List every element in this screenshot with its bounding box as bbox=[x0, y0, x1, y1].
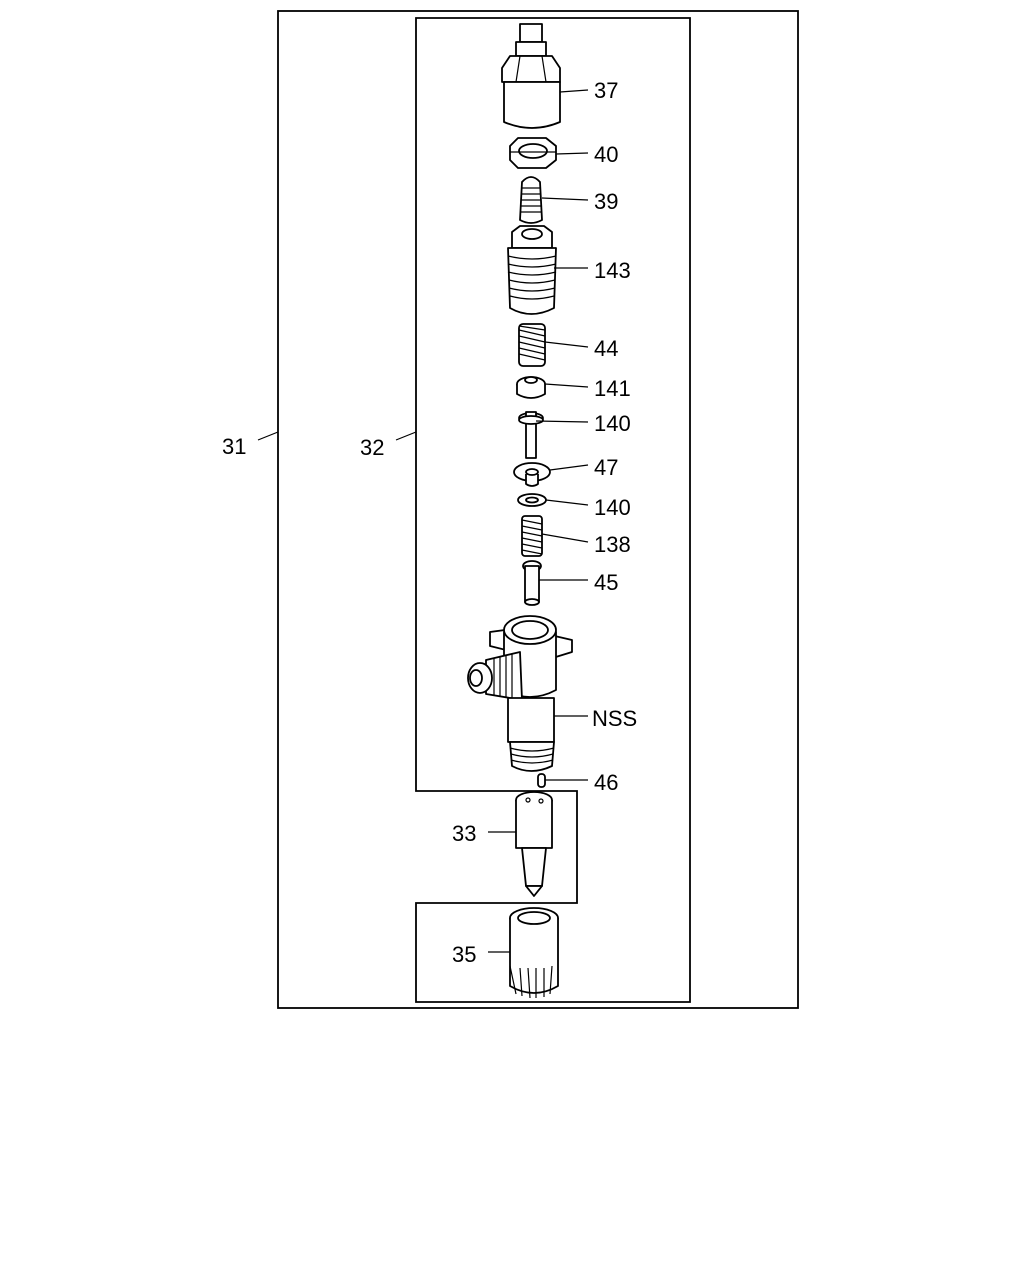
callout-nss: NSS bbox=[592, 706, 637, 731]
callout-33: 33 bbox=[452, 821, 476, 846]
callout-40: 40 bbox=[594, 142, 618, 167]
part-45-pin bbox=[522, 560, 542, 606]
part-37-cap-nut bbox=[501, 23, 561, 129]
callout-46: 46 bbox=[594, 770, 618, 795]
callout-143: 143 bbox=[594, 258, 631, 283]
callout-31: 31 bbox=[222, 434, 246, 459]
callout-141: 141 bbox=[594, 376, 631, 401]
part-46-dowel-pin bbox=[537, 773, 546, 788]
callout-35: 35 bbox=[452, 942, 476, 967]
part-47-washer bbox=[513, 462, 551, 487]
leader-lines bbox=[257, 89, 589, 953]
callout-140-lower: 140 bbox=[594, 495, 631, 520]
part-140-push-rod-upper bbox=[518, 411, 544, 459]
part-40-hex-nut bbox=[509, 137, 557, 169]
callout-44: 44 bbox=[594, 336, 618, 361]
part-35-retaining-nut bbox=[509, 907, 559, 999]
callout-138: 138 bbox=[594, 532, 631, 557]
part-143-threaded-body bbox=[507, 225, 557, 315]
callout-39: 39 bbox=[594, 189, 618, 214]
assembly-31-frame bbox=[277, 10, 799, 1009]
part-141-spring-seat bbox=[516, 376, 546, 399]
part-33-nozzle bbox=[515, 791, 553, 897]
callout-47: 47 bbox=[594, 455, 618, 480]
part-39-threaded-stud bbox=[519, 176, 543, 224]
part-nss-injector-body bbox=[467, 615, 573, 772]
assembly-32-frame bbox=[415, 17, 691, 1003]
part-138-small-spring bbox=[521, 515, 543, 557]
callout-45: 45 bbox=[594, 570, 618, 595]
part-44-spring bbox=[518, 323, 546, 367]
part-140-shim-lower bbox=[517, 493, 547, 507]
callout-37: 37 bbox=[594, 78, 618, 103]
callout-32: 32 bbox=[360, 435, 384, 460]
callout-140-upper: 140 bbox=[594, 411, 631, 436]
